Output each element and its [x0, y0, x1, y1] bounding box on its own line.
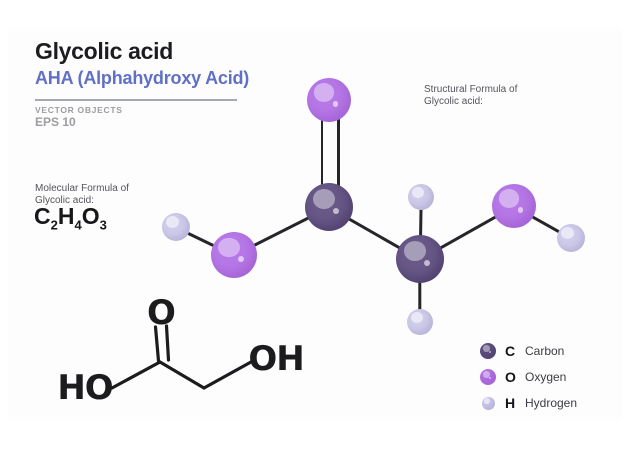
molecular-formula-value: C2H4O3 [34, 203, 107, 233]
legend-row-carbon: C Carbon [480, 338, 577, 364]
molecular-formula-label: Molecular Formula of Glycolic acid: [35, 183, 129, 206]
legend-name: Hydrogen [525, 396, 578, 410]
structural-formula-label-line2: Glycolic acid: [424, 95, 483, 107]
vector-objects-label: VECTOR OBJECTS [35, 105, 123, 115]
page-title: Glycolic acid [35, 38, 173, 64]
atom-o [492, 184, 536, 228]
legend-symbol: O [505, 369, 516, 385]
skeletal-bond [164, 324, 171, 362]
legend-row-hydrogen: H Hydrogen [480, 390, 577, 416]
carbon-ball-icon [480, 343, 496, 359]
atom-h [557, 224, 585, 252]
atom-o [307, 78, 351, 122]
structural-formula-label: Structural Formula of Glycolic acid: [424, 84, 517, 107]
skeletal-bond [158, 360, 206, 390]
skeletal-bond [202, 360, 253, 390]
formula-count-c: 2 [50, 217, 58, 233]
skeletal-label-o: O [147, 295, 175, 333]
skeletal-bond [110, 360, 162, 390]
formula-count-h: 4 [74, 217, 82, 233]
double-bond-line [320, 100, 324, 207]
formula-element-o: O [81, 203, 100, 229]
skeletal-bond [153, 325, 161, 363]
atom-h [162, 213, 190, 241]
subtitle-aha: AHA (Alphahydroxy Acid) [35, 68, 250, 88]
legend-name: Oxygen [525, 370, 567, 384]
molecular-formula-label-line2: Glycolic acid: [35, 194, 94, 206]
molecular-formula-label-line1: Molecular Formula of [35, 183, 129, 194]
legend-name: Carbon [525, 344, 565, 358]
formula-count-o: 3 [99, 217, 107, 233]
legend-row-oxygen: O Oxygen [480, 364, 577, 390]
atom-h [408, 184, 434, 210]
formula-element-c: C [34, 203, 51, 229]
legend-symbol: H [505, 395, 516, 411]
atom-c [396, 235, 444, 283]
skeletal-structural-formula: O HO OH [57, 295, 304, 408]
hydrogen-ball-icon [481, 396, 495, 410]
atom-c [305, 183, 353, 231]
formula-element-h: H [57, 203, 75, 229]
structural-formula-label-line1: Structural Formula of [424, 84, 518, 95]
skeletal-label-oh: OH [248, 339, 303, 379]
atom-color-legend: C Carbon O Oxygen H Hydrogen [480, 338, 577, 416]
skeletal-label-ho: HO [57, 368, 112, 408]
atom-h [407, 309, 433, 335]
atom-o [211, 232, 257, 278]
oxygen-ball-icon [480, 369, 496, 385]
header-divider [35, 99, 237, 101]
double-bond-line [337, 100, 340, 207]
eps-label: EPS 10 [35, 115, 76, 129]
legend-symbol: C [505, 343, 516, 359]
